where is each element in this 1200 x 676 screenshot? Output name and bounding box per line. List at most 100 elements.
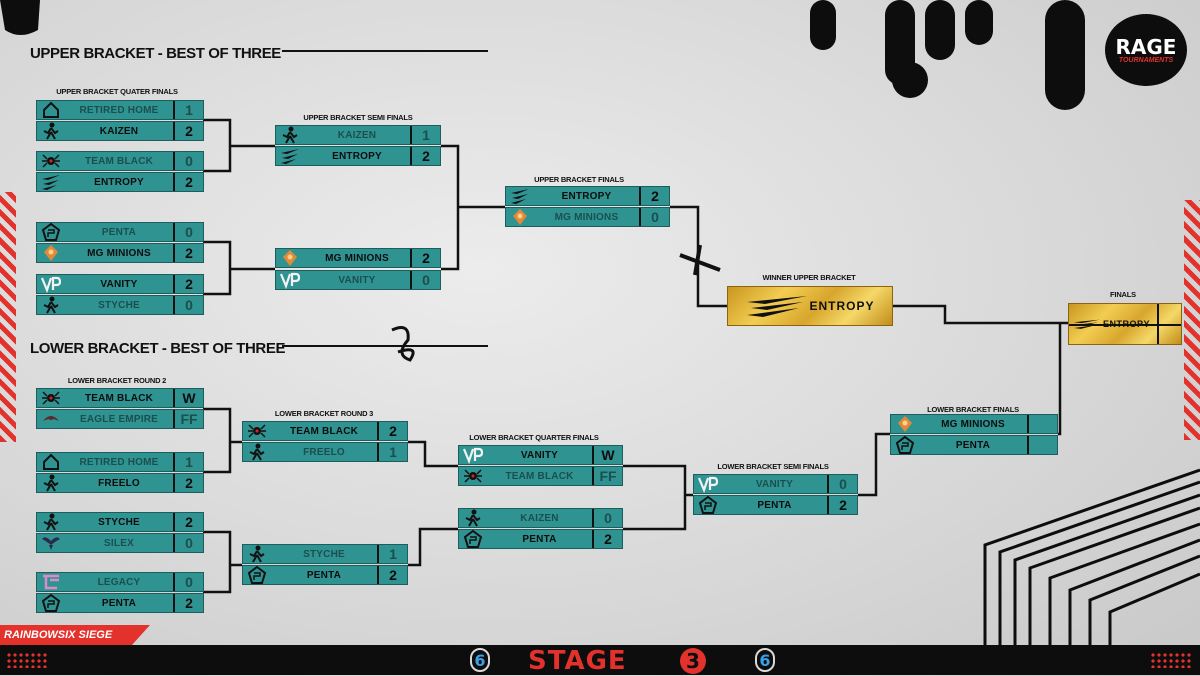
eagle-icon xyxy=(37,410,65,428)
team-name: PENTA xyxy=(757,499,792,511)
team-score: 0 xyxy=(173,573,203,591)
label-finals: FINALS xyxy=(1110,290,1136,299)
winner-upper-bracket-box[interactable]: ENTROPY xyxy=(727,286,893,326)
team-score: 0 xyxy=(173,223,203,241)
team-name: KAIZEN xyxy=(99,125,139,137)
team-row[interactable]: PENTA 2 xyxy=(242,565,408,585)
team-row[interactable]: PENTA 2 xyxy=(458,529,623,549)
team-name: STYCHE xyxy=(98,516,140,528)
team-name: VANITY xyxy=(100,278,138,290)
team-name: RETIRED HOME xyxy=(79,104,159,116)
team-score: 2 xyxy=(377,422,407,440)
team-name: RETIRED HOME xyxy=(79,456,159,468)
stage-label: STAGE xyxy=(528,646,627,676)
lower-heading-rule xyxy=(282,345,488,347)
rage-logo: RAGE TOURNAMENTS xyxy=(1105,14,1187,86)
pentagon-icon xyxy=(243,565,271,584)
label-lb-r3: LOWER BRACKET ROUND 3 xyxy=(274,409,374,418)
team-name: LEGACY xyxy=(97,576,141,588)
team-name: ENTROPY xyxy=(332,150,382,162)
team-score: 2 xyxy=(410,147,440,165)
team-name: PENTA xyxy=(306,569,342,581)
team-name: PENTA xyxy=(522,533,557,545)
team-score: 2 xyxy=(377,566,407,584)
spider-icon xyxy=(459,467,487,485)
fighter-icon xyxy=(243,545,271,563)
team-name: VANITY xyxy=(755,478,794,490)
team-name: KAIZEN xyxy=(520,512,559,524)
fighter-icon xyxy=(37,474,65,492)
footer-bar xyxy=(0,645,1200,675)
vp-icon xyxy=(276,271,304,290)
team-name: MG MINIONS xyxy=(941,418,1005,430)
fighter-icon xyxy=(243,443,271,461)
team-row[interactable]: ENTROPY 2 xyxy=(275,146,441,166)
finals-box[interactable]: ENTROPY xyxy=(1068,303,1182,345)
team-row[interactable]: MG MINIONS xyxy=(890,414,1058,434)
vp-icon xyxy=(694,475,722,494)
vp-icon xyxy=(459,446,487,465)
minion-icon xyxy=(891,415,919,433)
team-name: TEAM BLACK xyxy=(84,155,154,167)
pentagon-icon xyxy=(37,222,65,241)
upper-heading-rule xyxy=(282,50,488,52)
label-lb-r2: LOWER BRACKET ROUND 2 xyxy=(67,376,167,385)
team-name: TEAM BLACK xyxy=(505,470,574,482)
spider-icon xyxy=(37,389,65,407)
pentagon-icon xyxy=(694,495,722,514)
team-row[interactable]: PENTA xyxy=(890,435,1058,455)
swoosh-icon xyxy=(276,147,304,165)
legacy-icon xyxy=(37,573,65,591)
label-lb-f: LOWER BRACKET FINALS xyxy=(927,405,1019,414)
label-winner-ub: WINNER UPPER BRACKET xyxy=(762,273,856,282)
team-score: 0 xyxy=(410,271,440,289)
team-name: TEAM BLACK xyxy=(289,425,359,437)
fighter-icon xyxy=(37,296,65,314)
team-score: 1 xyxy=(410,126,440,144)
team-row[interactable]: RETIRED HOME 1 xyxy=(36,452,204,472)
team-name: STYCHE xyxy=(98,299,140,311)
six-logo-icon: 6 xyxy=(470,648,490,672)
label-ub-f: UPPER BRACKET FINALS xyxy=(534,175,624,184)
team-row[interactable]: LEGACY 0 xyxy=(36,572,204,592)
team-score xyxy=(1027,436,1057,454)
footer-dots-right xyxy=(1150,652,1192,668)
team-name: EAGLE EMPIRE xyxy=(80,413,158,425)
left-stripe-decor xyxy=(0,192,16,442)
fighter-icon xyxy=(276,126,304,144)
team-score: 1 xyxy=(173,453,203,471)
team-score xyxy=(1027,415,1057,433)
entropy-logo-icon xyxy=(747,296,808,317)
team-score: 2 xyxy=(592,530,622,548)
minion-icon xyxy=(37,244,65,262)
team-row[interactable]: TEAM BLACK 2 xyxy=(242,421,408,441)
